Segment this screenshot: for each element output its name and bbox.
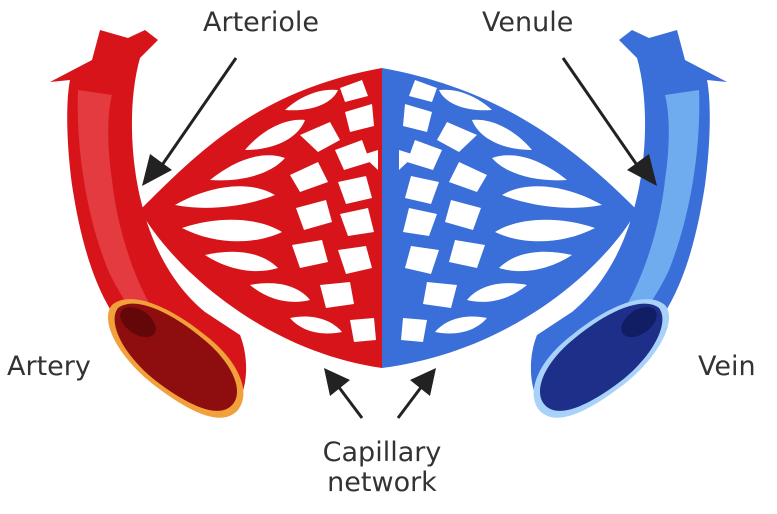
capillary-label-line2: network [300,468,464,498]
capillary-arrow-left [324,368,362,418]
vein-label: Vein [698,352,756,382]
capillary-arrow-right [398,368,436,418]
capillary-label-line1: Capillary [300,438,464,468]
arteriole-label: Arteriole [203,8,319,38]
venule-label: Venule [482,8,573,38]
artery-label: Artery [7,352,91,382]
capillary-network-label: Capillary network [300,438,464,497]
